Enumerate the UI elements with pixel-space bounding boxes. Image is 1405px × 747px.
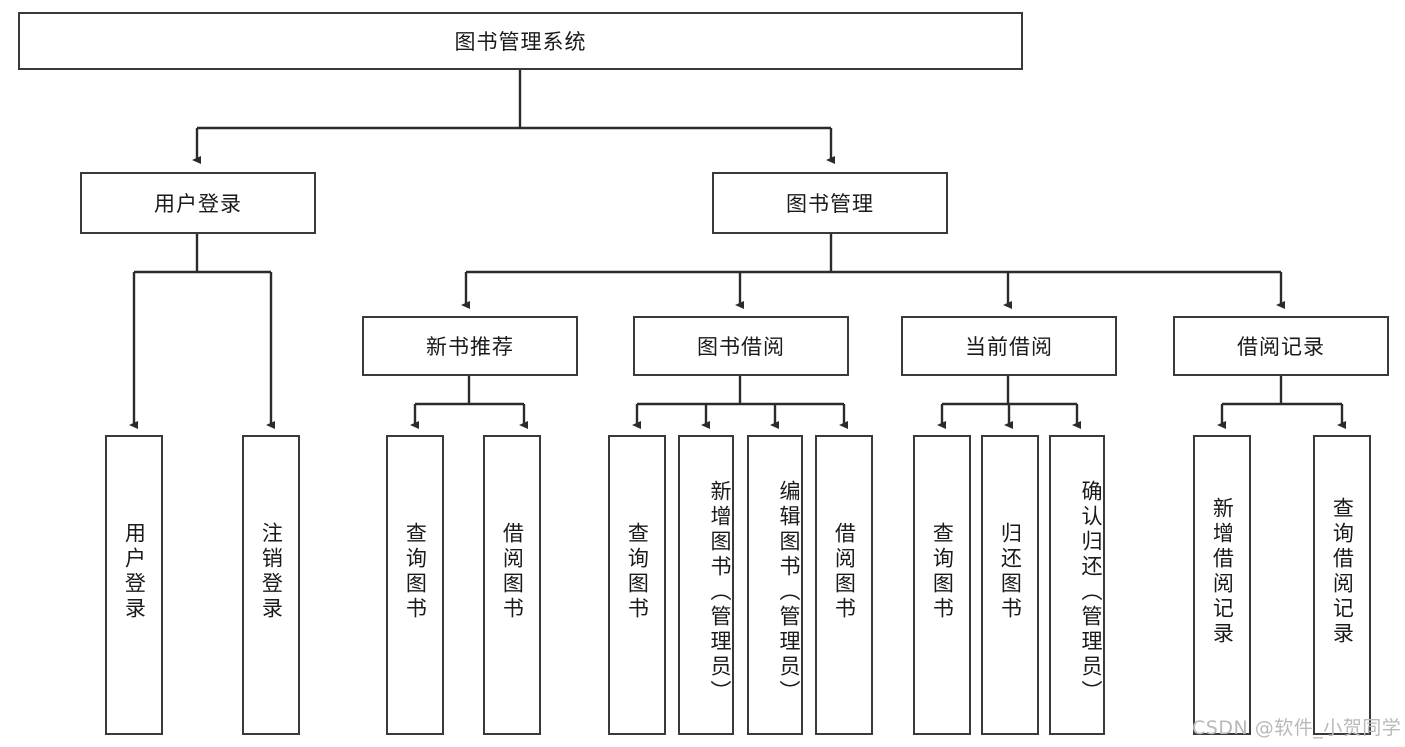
leaf-cur-confirm-return[interactable]: 确认归还（管理员）: [1049, 435, 1105, 735]
node-borrow-record[interactable]: 借阅记录: [1173, 316, 1389, 376]
leaf-borrow-edit-book[interactable]: 编辑图书（管理员）: [747, 435, 803, 735]
leaf-borrow-add-book[interactable]: 新增图书（管理员）: [678, 435, 734, 735]
node-root[interactable]: 图书管理系统: [18, 12, 1023, 70]
leaf-cur-confirm-return-label: 确认归还（管理员）: [1079, 479, 1103, 705]
leaf-rec-borrow-book[interactable]: 借阅图书: [483, 435, 541, 735]
csdn-watermark: CSDN @软件_小贺同学: [1192, 713, 1401, 740]
csdn-watermark-text: CSDN @软件_小贺同学: [1192, 717, 1402, 739]
node-book-manage[interactable]: 图书管理: [712, 172, 948, 234]
leaf-user-login[interactable]: 用户登录: [105, 435, 163, 735]
leaf-borrow-add-book-label: 新增图书（管理员）: [708, 479, 732, 705]
node-user-login[interactable]: 用户登录: [80, 172, 316, 234]
leaf-rec-query-book-label: 查询图书: [403, 522, 428, 622]
node-book-borrow[interactable]: 图书借阅: [633, 316, 849, 376]
leaf-cur-return-book-label: 归还图书: [998, 522, 1023, 622]
leaf-borrow-edit-book-label: 编辑图书（管理员）: [777, 479, 801, 705]
leaf-record-add-label: 新增借阅记录: [1210, 497, 1235, 647]
node-root-label: 图书管理系统: [454, 30, 587, 54]
node-new-book-recommend[interactable]: 新书推荐: [362, 316, 578, 376]
leaf-record-add[interactable]: 新增借阅记录: [1193, 435, 1251, 735]
node-book-borrow-label: 图书借阅: [697, 335, 785, 359]
leaf-borrow-query-book-label: 查询图书: [625, 522, 650, 622]
leaf-borrow-borrow-book-label: 借阅图书: [832, 522, 857, 622]
leaf-cur-return-book[interactable]: 归还图书: [981, 435, 1039, 735]
node-user-login-label: 用户登录: [154, 192, 242, 216]
leaf-user-logout[interactable]: 注销登录: [242, 435, 300, 735]
leaf-user-login-label: 用户登录: [122, 522, 147, 622]
leaf-borrow-borrow-book[interactable]: 借阅图书: [815, 435, 873, 735]
node-borrow-record-label: 借阅记录: [1237, 335, 1325, 359]
node-current-borrow-label: 当前借阅: [965, 335, 1053, 359]
leaf-record-query[interactable]: 查询借阅记录: [1313, 435, 1371, 735]
node-book-manage-label: 图书管理: [786, 192, 874, 216]
node-new-book-recommend-label: 新书推荐: [426, 335, 514, 359]
leaf-cur-query-book[interactable]: 查询图书: [913, 435, 971, 735]
leaf-borrow-query-book[interactable]: 查询图书: [608, 435, 666, 735]
leaf-user-logout-label: 注销登录: [259, 522, 284, 622]
leaf-record-query-label: 查询借阅记录: [1330, 497, 1355, 647]
node-current-borrow[interactable]: 当前借阅: [901, 316, 1117, 376]
leaf-cur-query-book-label: 查询图书: [930, 522, 955, 622]
leaf-rec-query-book[interactable]: 查询图书: [386, 435, 444, 735]
leaf-rec-borrow-book-label: 借阅图书: [500, 522, 525, 622]
